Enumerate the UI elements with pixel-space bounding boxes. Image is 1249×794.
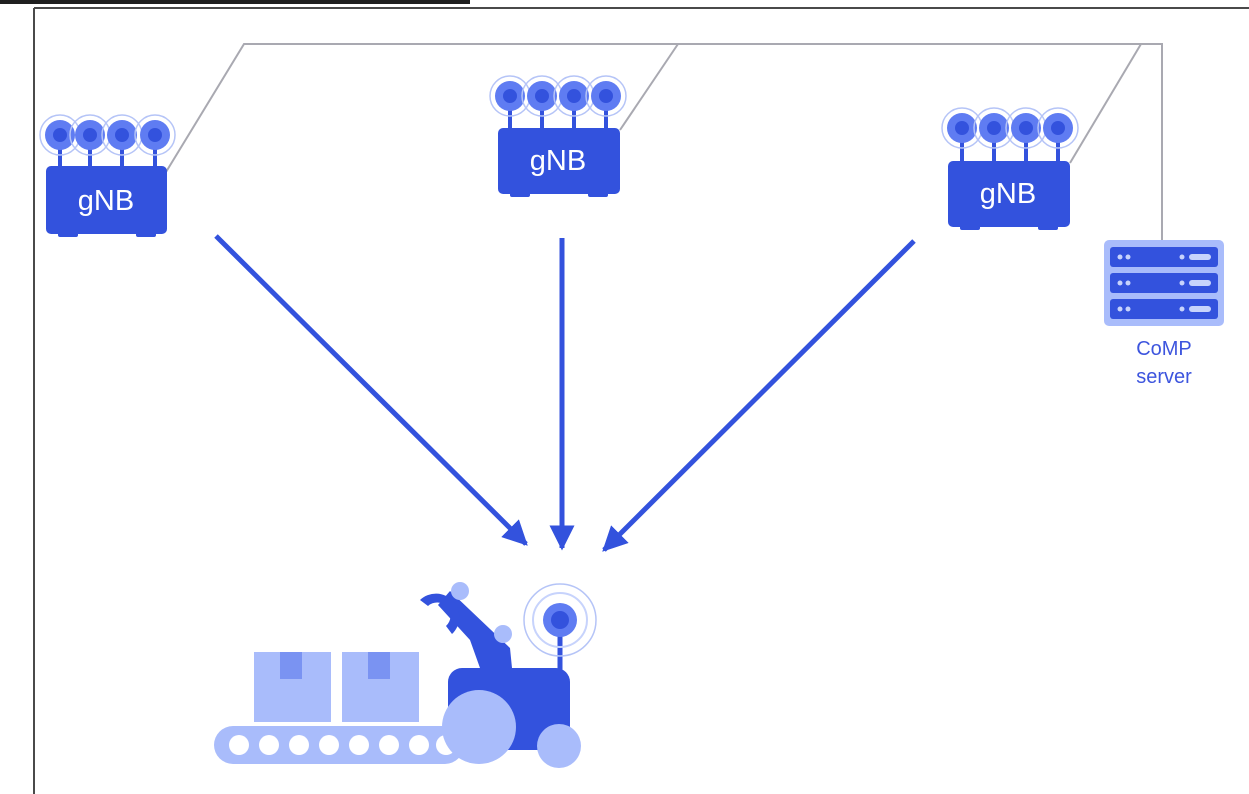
gnb-left: gNB [39,114,176,237]
arrow-from-gnb-right [602,239,916,552]
gnb-right: gNB [941,107,1079,230]
transmission-arrows [214,234,916,552]
antenna-array-icon [489,75,627,130]
gnb-box [46,166,167,234]
gnb-center-label: gNB [530,145,586,177]
robot-conveyor [214,582,597,768]
gnb-box [498,128,620,194]
comp-server: CoMP server [1104,240,1224,388]
robot-arm-icon [420,582,597,768]
box-icon [342,652,419,722]
antenna-array-icon [941,107,1079,163]
arrow-from-gnb-left [214,234,528,546]
server-rack-icon [1104,240,1224,326]
gnb-left-label: gNB [78,185,134,217]
conveyor-belt-icon [214,726,464,764]
gnb-right-label: gNB [980,178,1036,210]
gnb-box [948,161,1070,227]
gnb-center: gNB [489,75,627,197]
box-icon [254,652,331,722]
comp-server-label-line1: CoMP [1136,338,1192,360]
antenna-array-icon [39,114,176,168]
backhaul-lines [165,43,1163,242]
comp-server-label-line2: server [1136,366,1192,388]
